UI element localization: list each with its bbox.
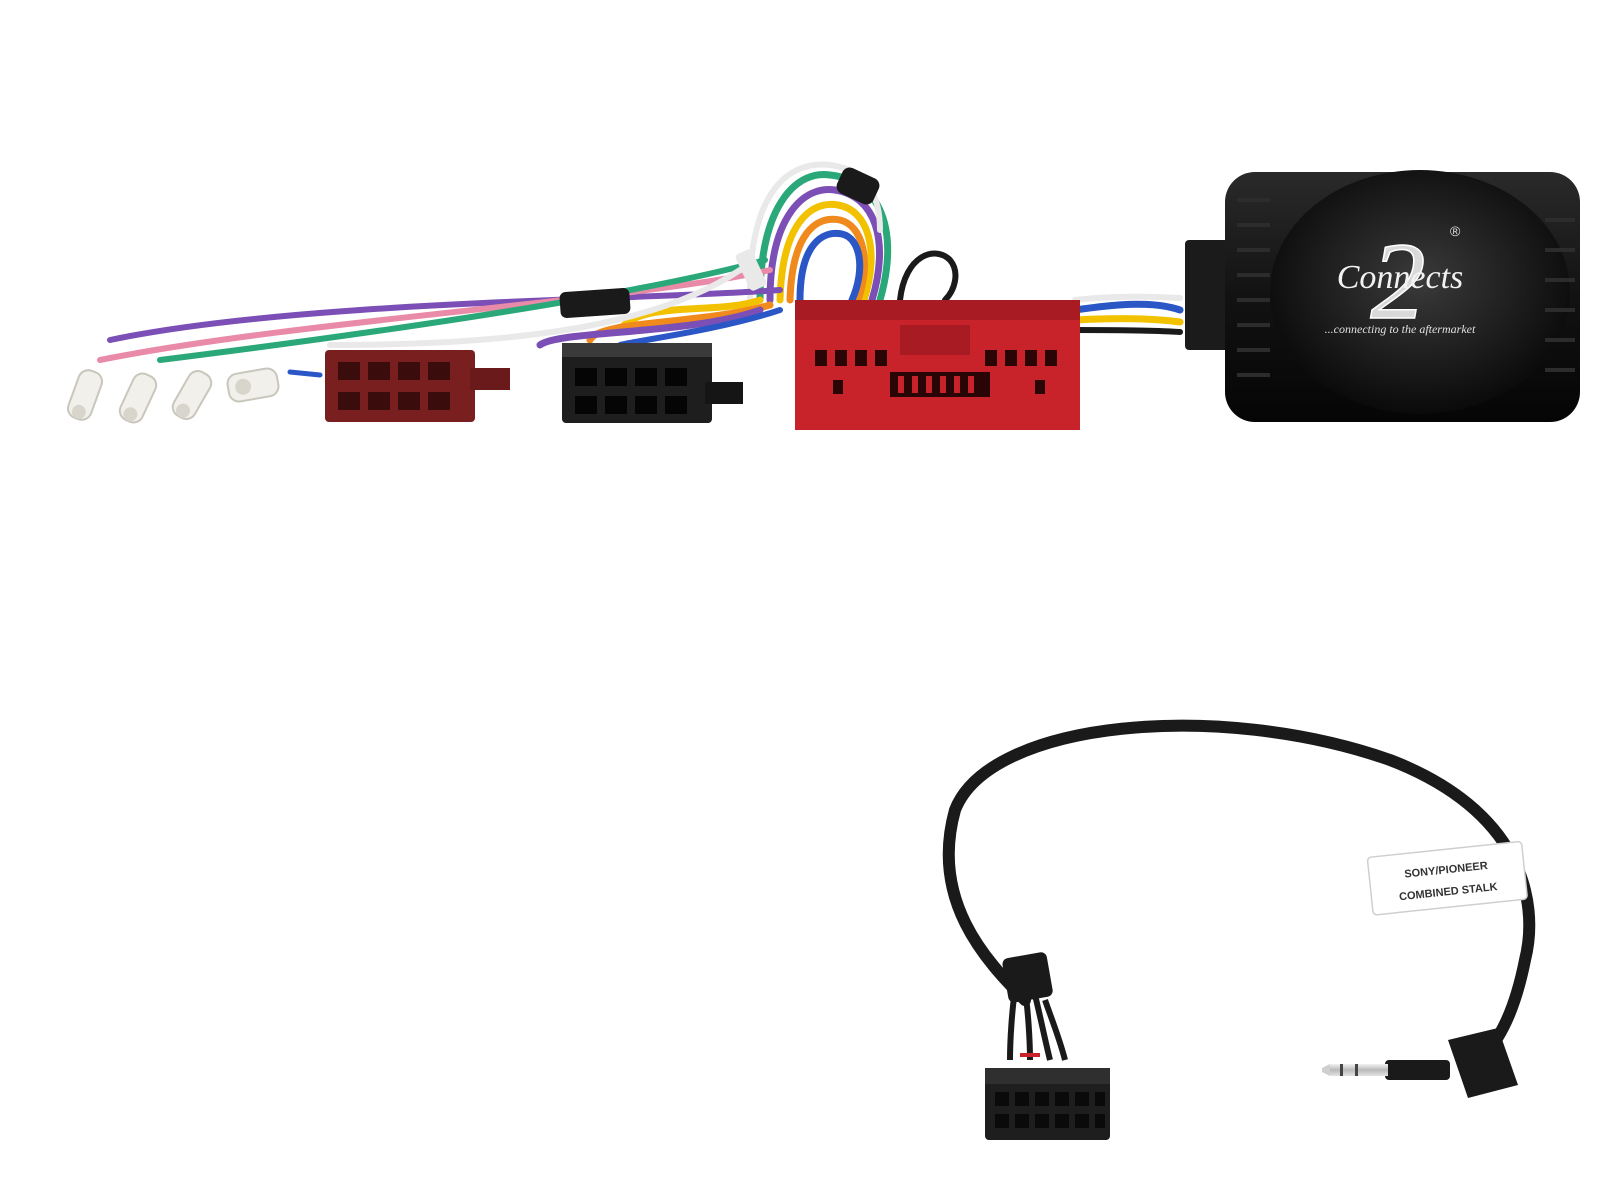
vehicle-connector — [795, 300, 1080, 430]
patch-lead-label: SONY/PIONEER COMBINED STALK — [1366, 840, 1528, 916]
jack-plug — [1322, 1028, 1518, 1098]
wire-to-iso-yellow — [616, 296, 764, 334]
wire-purple-long — [107, 287, 783, 343]
bullet-terminal — [226, 367, 280, 403]
wire-to-iso-purple — [536, 306, 764, 349]
wire-arch-white — [746, 161, 883, 303]
vent-lines — [1237, 198, 1575, 377]
bullet-terminal — [118, 372, 158, 424]
wire-blue-short — [287, 369, 323, 378]
wire-arch-yellow — [776, 200, 875, 304]
logo-script: Connects — [1337, 259, 1464, 296]
wire-green-long — [157, 257, 768, 363]
interface-module: 2 Connects ® ...connecting to the afterm… — [1185, 170, 1580, 422]
wire-white-long — [327, 267, 743, 348]
patch-cable — [942, 719, 1536, 1066]
wire-to-module-yellow — [1071, 315, 1184, 326]
tape-wrap-top — [836, 167, 880, 205]
bullet-terminal — [66, 369, 104, 421]
wire-arch-orange — [786, 215, 868, 304]
molex-connector — [985, 1068, 1110, 1140]
patch-lead: SONY/PIONEER COMBINED STALK — [942, 719, 1536, 1140]
wire-arch-purple — [766, 185, 883, 304]
iso-power-connector — [325, 350, 510, 422]
tie-white — [735, 249, 767, 291]
logo-registered: ® — [1450, 223, 1461, 239]
iso-speaker-connector — [562, 343, 743, 423]
wire-black-loop — [897, 250, 959, 303]
wire-arch-green — [756, 170, 892, 304]
heatshrink — [1002, 952, 1053, 1003]
wire-pink-long — [97, 267, 773, 363]
wire-arch-blue — [796, 229, 864, 304]
bullet-terminals — [66, 367, 280, 424]
logo-tagline: ...connecting to the aftermarket — [1325, 322, 1476, 336]
wire-to-module-blue — [1071, 300, 1184, 314]
bullet-terminal — [171, 370, 213, 420]
wire-to-module-black — [1072, 327, 1183, 335]
wire-to-module-white — [1072, 293, 1183, 303]
tape-wrap-mid — [559, 287, 631, 319]
logo-2: 2 — [1371, 220, 1426, 342]
logo-emblem — [1270, 170, 1570, 414]
